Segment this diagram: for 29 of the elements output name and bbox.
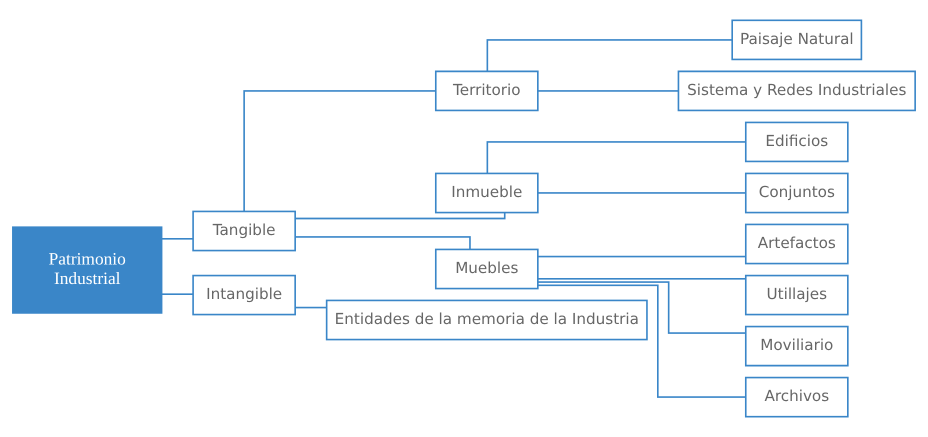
connector: [538, 278, 746, 280]
connector: [538, 281, 746, 334]
connector: [295, 306, 326, 308]
connector: [295, 236, 471, 250]
connector: [243, 90, 436, 212]
node-box: Muebles: [434, 248, 539, 290]
node-box: Paisaje Natural: [731, 20, 862, 60]
node-box: Entidades de la memoria de la Industria: [326, 300, 648, 340]
node-box: Edificios: [744, 122, 849, 162]
connector: [538, 192, 746, 194]
node-box: Intangible: [192, 274, 296, 316]
node-box: Utillajes: [744, 274, 849, 316]
node-box: Territorio: [434, 70, 539, 112]
node-box: Archivos: [744, 376, 849, 418]
connector: [162, 238, 193, 240]
node-box: Sistema y Redes Industriales: [678, 70, 916, 112]
node-box: Artefactos: [744, 224, 849, 264]
connector: [538, 284, 746, 398]
node-box: Tangible: [192, 210, 296, 252]
connector: [486, 39, 732, 72]
connector: [538, 90, 678, 92]
node-box: Inmueble: [434, 172, 539, 214]
connector: [538, 256, 746, 258]
connector: [295, 212, 506, 220]
connector: [162, 293, 193, 296]
node-box: Moviliario: [744, 326, 849, 366]
node-box: Conjuntos: [744, 172, 849, 214]
connector: [486, 141, 746, 174]
node-box: Patrimonio Industrial: [12, 226, 162, 314]
